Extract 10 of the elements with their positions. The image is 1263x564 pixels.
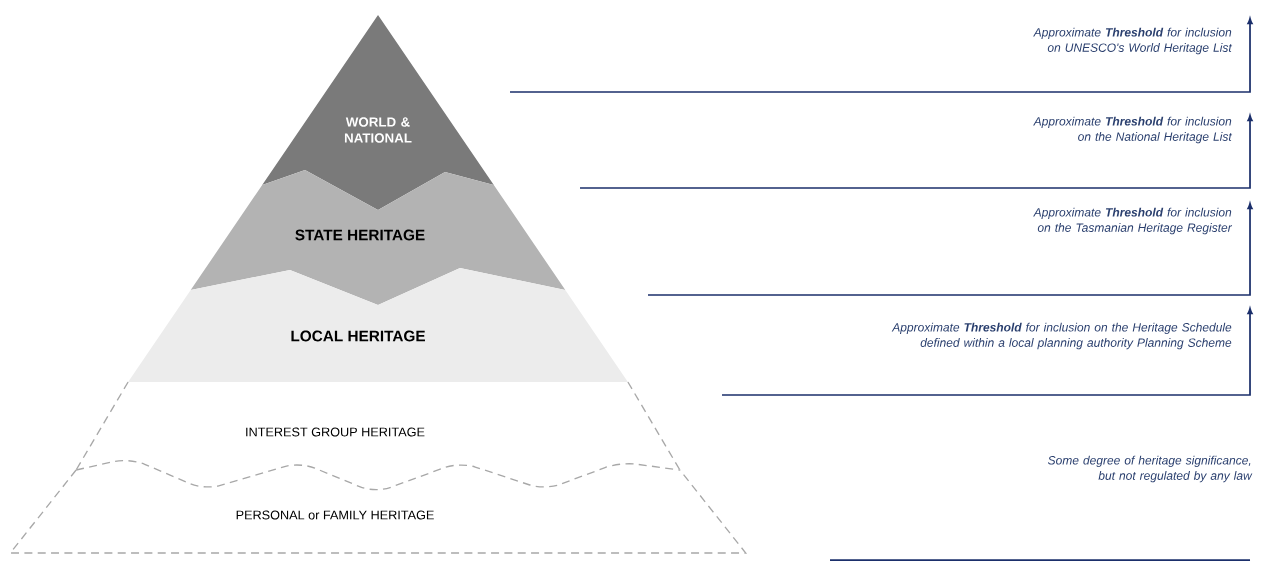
- threshold-note: Approximate Threshold for inclusion on the Tasmanian Heritage Register: [1033, 207, 1233, 235]
- threshold-note: Approximate Threshold for inclusion on UNESCO's World Heritage List: [1033, 27, 1233, 55]
- pyramid-band: LOCAL HERITAGE: [128, 268, 628, 382]
- threshold-note: Approximate Threshold for inclusion on the National Heritage List: [1033, 116, 1233, 144]
- threshold-note: Approximate Threshold for inclusion on the Heritage Schedule defined within a local planning authority Planning Scheme: [891, 322, 1232, 350]
- pyramid-band: STATE HERITAGE: [190, 170, 566, 305]
- pyramid-band: WORLD & NATIONAL: [262, 15, 494, 210]
- pyramid-band: INTEREST GROUP HERITAGE: [75, 381, 681, 491]
- pyramid-band: PERSONAL or FAMILY HERITAGE: [8, 469, 748, 554]
- threshold-note: Some degree of heritage significance, but not regulated by any law: [1047, 455, 1253, 483]
